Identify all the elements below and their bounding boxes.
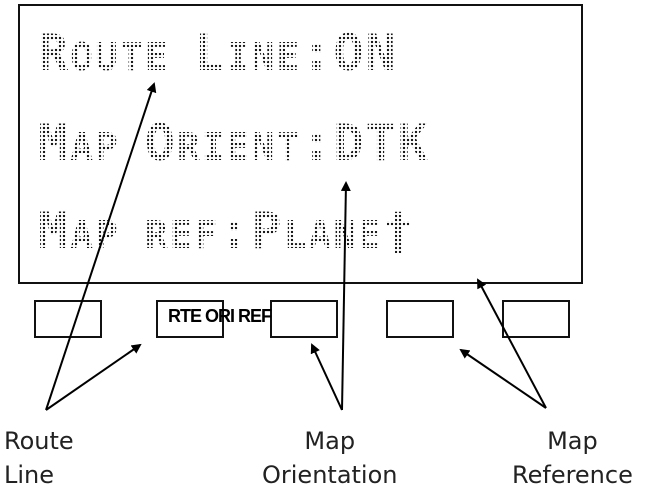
soft-key-label-strip: RTE ORI REF: [168, 306, 272, 326]
callout-map-orientation: Map Orientation: [262, 424, 398, 492]
callout-route-line: Route Line: [4, 424, 74, 492]
callout-map-orientation-word-2: Orientation: [262, 461, 398, 489]
lcd-display: ROUTE LINE:ON MAP ORIENT:DTK MAP REF:PLA…: [18, 4, 583, 284]
route-line-arrow-2: [45, 343, 142, 411]
map-reference-arrow-2: [459, 348, 547, 409]
map-orientation-arrow-1: [340, 181, 351, 411]
callout-map-reference-word-2: Reference: [512, 461, 633, 489]
callout-map-reference: Map Reference: [512, 424, 633, 492]
soft-key-5[interactable]: [502, 300, 570, 338]
map-reference-arrow-1: [477, 278, 547, 409]
soft-key-4[interactable]: [386, 300, 454, 338]
map-orientation-arrow-2: [310, 343, 343, 411]
callout-route-line-word-1: Route: [4, 427, 74, 455]
soft-key-1[interactable]: [34, 300, 102, 338]
soft-key-3[interactable]: [270, 300, 338, 338]
soft-key-2[interactable]: [156, 300, 224, 338]
callout-map-reference-word-1: Map: [547, 427, 598, 455]
callout-map-orientation-word-1: Map: [304, 427, 356, 455]
callout-route-line-word-2: Line: [4, 461, 55, 489]
route-line-arrow-1: [45, 82, 157, 411]
